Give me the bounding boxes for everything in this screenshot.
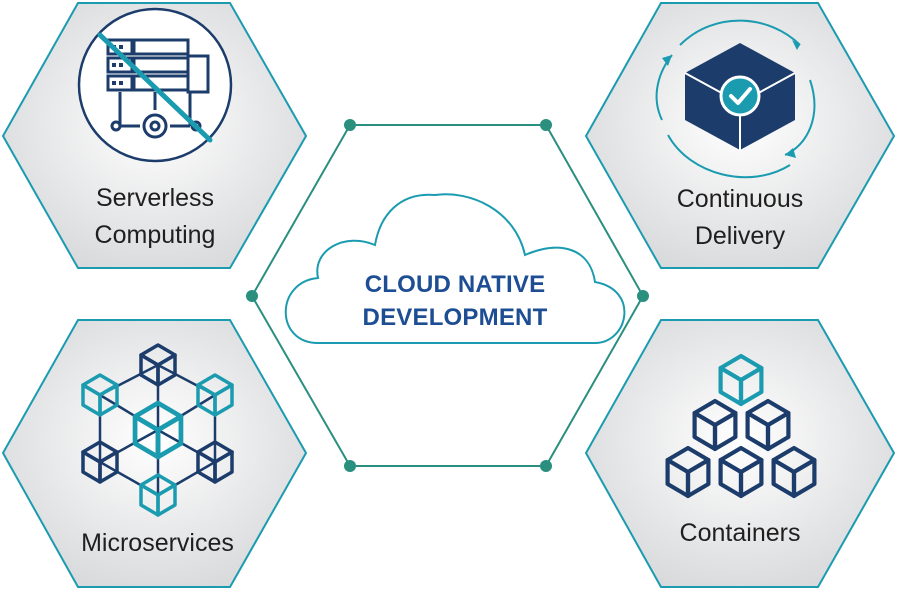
center-hexagon [246,119,649,472]
connector-dot [246,290,258,302]
containers-hexagon [584,319,896,588]
serverless-label-line2: Computing [94,221,216,249]
serverless-label-line1: Serverless [95,184,215,212]
crossed-out-server-icon [77,7,233,163]
checked-box-cycle-icon [655,19,816,179]
center-title-line2: DEVELOPMENT [362,304,548,331]
connector-dot [540,119,552,131]
cube-network-icon [81,343,234,517]
delivery-label: Continuous Delivery [640,181,840,255]
delivery-label-line1: Continuous [676,185,804,213]
center-title-line1: CLOUD NATIVE [364,271,546,298]
delivery-hexagon [584,2,896,269]
microservices-hexagon [1,319,308,588]
microservices-label: Microservices [81,529,234,557]
connector-dot [344,460,356,472]
serverless-label: Serverless Computing [55,180,255,254]
serverless-hexagon [1,2,308,269]
containers-label: Containers [679,519,801,547]
connector-dot [540,460,552,472]
cloud-icon [284,193,626,344]
center-title: CLOUD NATIVE DEVELOPMENT [330,268,580,334]
delivery-label-line2: Delivery [694,222,786,250]
connector-dot [637,290,649,302]
connector-dot [344,119,356,131]
